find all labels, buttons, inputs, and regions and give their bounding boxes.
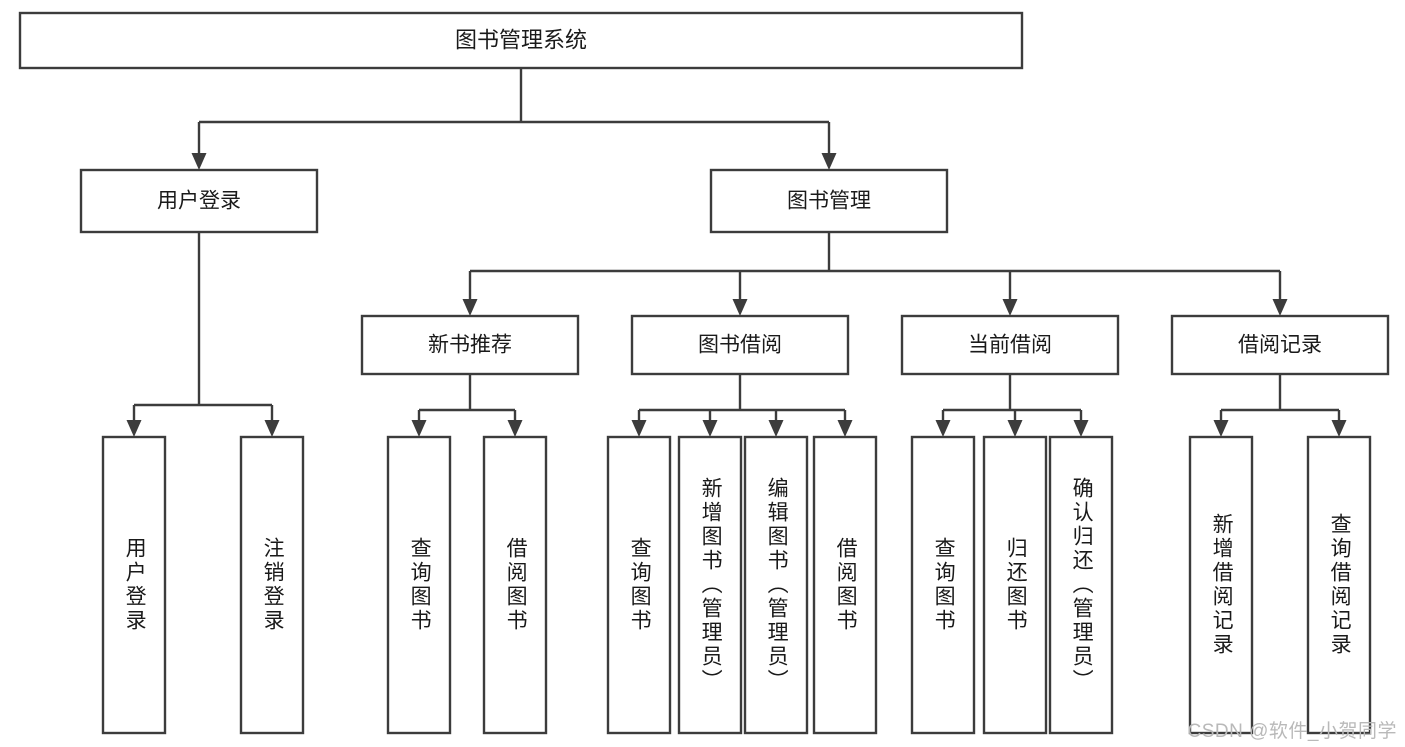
node-box-l-cb-confirm[interactable] <box>1048 435 1114 735</box>
arrow-head-current-borrow-to-l-cb-confirm <box>1073 420 1089 437</box>
node-box-root[interactable] <box>18 11 1024 70</box>
connector-layer <box>126 68 1347 437</box>
arrow-head-borrow-record-to-l-br-query <box>1331 420 1347 437</box>
arrow-head-root-to-book-manage <box>821 153 837 170</box>
arrow-head-root-to-user-login <box>191 153 207 170</box>
arrow-head-book-manage-to-borrow-record <box>1272 299 1288 316</box>
node-box-l-nbr-borrow[interactable] <box>482 435 548 735</box>
node-box-layer <box>18 11 1390 735</box>
csdn-watermark: CSDN @软件_小贺同学 <box>1187 721 1397 742</box>
node-box-l-bb-edit[interactable] <box>743 435 809 735</box>
node-box-new-book-rec[interactable] <box>360 314 580 376</box>
node-label-book-manage: 图书管理 <box>787 190 871 213</box>
node-label-borrow-record: 借阅记录 <box>1238 334 1322 357</box>
node-box-l-br-query[interactable] <box>1306 435 1372 735</box>
node-label-book-borrow: 图书借阅 <box>698 334 782 357</box>
arrow-head-book-borrow-to-l-bb-query <box>631 420 647 437</box>
node-box-current-borrow[interactable] <box>900 314 1120 376</box>
arrow-head-book-borrow-to-l-bb-edit <box>768 420 784 437</box>
node-box-borrow-record[interactable] <box>1170 314 1390 376</box>
node-label-root: 图书管理系统 <box>455 27 587 52</box>
arrow-head-new-book-rec-to-l-nbr-borrow <box>507 420 523 437</box>
node-label-current-borrow: 当前借阅 <box>968 334 1052 357</box>
node-box-l-bb-borrow[interactable] <box>812 435 878 735</box>
node-box-l-nbr-query[interactable] <box>386 435 452 735</box>
arrow-head-user-login-to-leaf-user-logout <box>264 420 280 437</box>
arrow-head-book-borrow-to-l-bb-add <box>702 420 718 437</box>
arrow-head-book-manage-to-new-book-rec <box>462 299 478 316</box>
arrow-head-new-book-rec-to-l-nbr-query <box>411 420 427 437</box>
node-box-l-cb-query[interactable] <box>910 435 976 735</box>
arrow-head-borrow-record-to-l-br-add <box>1213 420 1229 437</box>
node-label-user-login: 用户登录 <box>157 190 241 213</box>
arrow-head-book-manage-to-book-borrow <box>732 299 748 316</box>
arrow-head-user-login-to-leaf-user-login <box>126 420 142 437</box>
arrow-head-book-borrow-to-l-bb-borrow <box>837 420 853 437</box>
node-box-l-cb-return[interactable] <box>982 435 1048 735</box>
node-box-l-bb-add[interactable] <box>677 435 743 735</box>
arrow-head-book-manage-to-current-borrow <box>1002 299 1018 316</box>
arrow-head-current-borrow-to-l-cb-return <box>1007 420 1023 437</box>
node-box-book-manage[interactable] <box>709 168 949 234</box>
node-box-leaf-user-logout[interactable] <box>239 435 305 735</box>
node-box-user-login[interactable] <box>79 168 319 234</box>
node-box-leaf-user-login[interactable] <box>101 435 167 735</box>
node-label-new-book-rec: 新书推荐 <box>428 334 512 357</box>
arrow-head-current-borrow-to-l-cb-query <box>935 420 951 437</box>
node-box-l-br-add[interactable] <box>1188 435 1254 735</box>
node-box-l-bb-query[interactable] <box>606 435 672 735</box>
node-box-book-borrow[interactable] <box>630 314 850 376</box>
